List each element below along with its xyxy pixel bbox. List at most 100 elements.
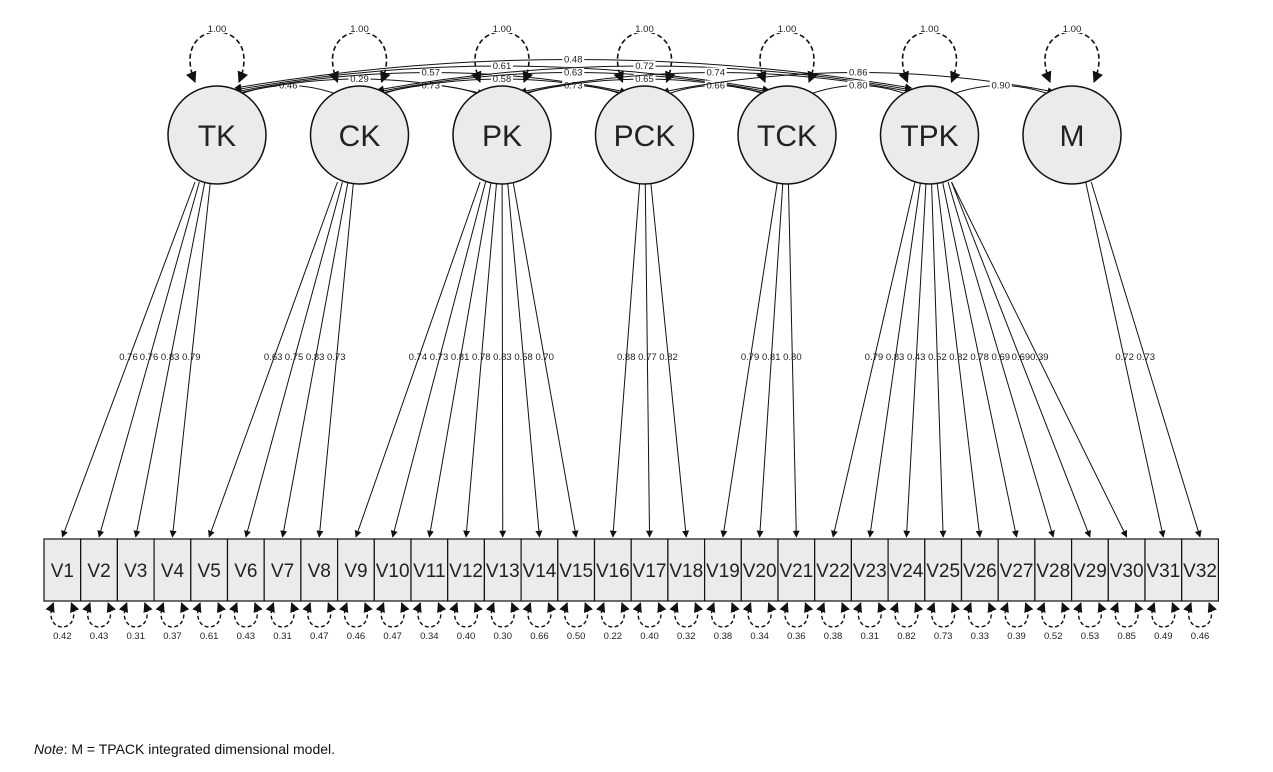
loading-arrow [97,181,200,538]
residual-value: 0.73 [934,631,953,642]
residual-value: 0.85 [1117,631,1136,642]
residual-loop [192,602,227,628]
loading-value: 0.82 [659,352,678,363]
factor-variance: 1.00 [208,24,227,35]
indicator-box [1181,538,1219,602]
loading-arrow [280,181,349,538]
residual-loop [816,602,850,628]
loading-value: 0.88 [617,352,636,363]
loading-arrow [931,181,947,538]
residual-loop [999,602,1034,628]
correlation-label-bg [704,67,727,78]
loading-value: 0.79 [182,352,201,363]
indicator-box [740,538,779,602]
latent-factors: 1.00TK1.00CK1.00PK1.00PCK1.00TCK1.00TPK1… [167,22,1122,185]
indicator-label: V23 [853,561,887,582]
indicator-label: V11 [413,561,445,582]
loading-value: 0.72 [1115,352,1134,363]
residual-value: 0.39 [1007,631,1026,642]
indicator-box [1144,538,1183,602]
indicator-label: V14 [523,561,557,582]
indicator-label: V27 [1000,561,1034,582]
loading-arrow [903,181,927,538]
residual-value: 0.38 [714,631,733,642]
residual-loop [889,602,924,628]
factor-circle-pck [594,85,695,185]
note-prefix: Note [34,741,64,757]
residual-loop [1146,602,1181,628]
residual-value: 0.37 [163,631,182,642]
residual-value: 0.50 [567,631,586,642]
loading-value: 0.39 [1030,352,1049,363]
residual-value: 0.33 [971,631,990,642]
loading-arrow [499,181,507,538]
indicator-box [1107,538,1146,602]
variance-label-bg [630,22,659,33]
residual-value: 0.22 [604,631,623,642]
residual-loop [375,602,410,628]
indicator-label: V5 [198,561,221,582]
loading-arrow [720,181,778,538]
residual-loop [669,602,704,628]
correlation-value: 0.61 [493,61,512,72]
residual-value: 0.38 [824,631,843,642]
indicator-label: V8 [308,561,331,582]
indicator-label: V2 [87,561,110,582]
residual-value: 0.34 [750,631,769,642]
factor-circle-pk [452,85,552,185]
indicator-label: V26 [963,561,997,582]
residual-loop [852,602,887,628]
factor-circle-tk [167,85,267,185]
residual-loop [118,602,153,628]
loading-value: 0.76 [140,352,159,363]
indicator-label: V1 [51,561,74,582]
residual-loop [449,602,483,628]
factor-variance: 1.00 [635,24,654,35]
residual-value: 0.31 [127,631,146,642]
loading-arrow [169,181,211,538]
indicator-box [960,538,999,602]
loading-arrow [942,181,1019,538]
factor-variance: 1.00 [493,24,512,35]
loading-value: 0.78 [472,352,491,363]
indicator-box [447,538,486,602]
indicator-label: V15 [559,561,593,582]
correlation-label-bg [562,54,585,65]
loading-value: 0.81 [762,352,781,363]
residual-loop [1109,602,1144,628]
factor-variance: 1.00 [778,24,797,35]
residual-value: 0.36 [787,631,806,642]
correlation-value: 0.80 [849,81,868,92]
variance-label-bg [915,22,944,33]
residual-value: 0.46 [1191,631,1210,642]
loading-value: 0.69 [992,352,1011,363]
loading-arrow [507,181,543,538]
residual-value: 0.43 [237,631,256,642]
correlation-value: 0.63 [564,68,583,79]
factor-variance: 1.00 [920,24,939,35]
factor-label-m: M [1060,120,1085,153]
correlation-label-bg [633,61,656,71]
residual-loop [779,602,814,628]
indicator-box [924,538,963,602]
indicator-box [373,538,412,602]
indicator-label: V21 [779,561,813,582]
residual-loop [1183,602,1217,628]
indicator-label: V28 [1036,561,1070,582]
correlation-label-bg [491,61,513,71]
residual-loop [1036,602,1071,628]
indicator-box [887,538,926,602]
factor-label-tpk: TPK [900,120,958,153]
residual-loop [706,602,740,628]
correlation-label-bg [419,67,442,78]
residual-loop [45,602,80,628]
variance-label-bg [773,22,801,33]
residual-loop [632,602,667,628]
residual-loop [962,602,997,628]
indicator-box [520,538,559,602]
variance-label-bg [345,22,374,33]
loading-value: 0.79 [865,352,884,363]
indicator-box [337,538,375,602]
factor-label-pck: PCK [614,120,676,153]
loading-arrow [1085,181,1166,538]
